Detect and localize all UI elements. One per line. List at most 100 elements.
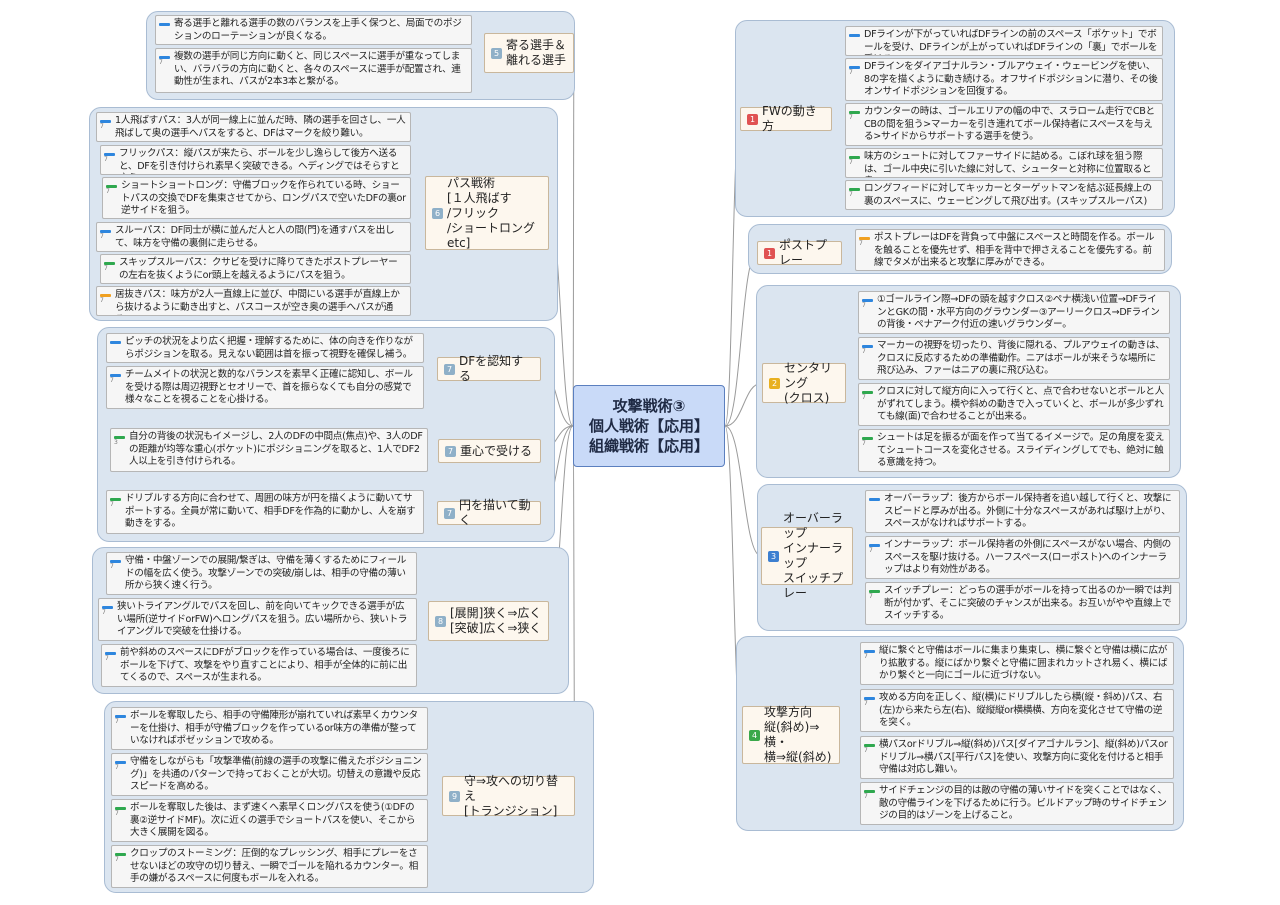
blue-marker-icon: 7: [105, 652, 116, 662]
note-text: ロングフィードに対してキッカーとターゲットマンを結ぶ延長線上の裏のスペースに、ウ…: [864, 183, 1152, 207]
orange-marker-icon: 7: [859, 237, 870, 247]
note-trans-2[interactable]: 7 守備をしながらも「攻撃準備(前線の選手の攻撃に備えたポジショニング)」を共通…: [111, 753, 428, 796]
note-cross-4[interactable]: 7 シュートは足を振るが面を作って当てるイメージで。足の角度を変えてシュートコー…: [858, 429, 1170, 472]
branch-label: 円を描いて動く: [459, 498, 531, 527]
branch-en[interactable]: 7 円を描いて動く: [437, 498, 541, 527]
blue-marker-icon: 7: [100, 120, 111, 130]
note-overlap-1[interactable]: オーバーラップ：後方からボール保持者を追い越して行くと、攻撃にスピードと厚みが出…: [865, 490, 1180, 533]
note-text: フリックパス：縦パスが来たら、ボールを少し逸らして後方へ送ると、DFを引き付けら…: [119, 148, 400, 174]
note-text: 守備・中盤ゾーンでの展開/繋ぎは、守備を薄くするためにフィールドの幅を広く使う。…: [125, 555, 407, 592]
branch-label: オーバーラップ インナーラップ スイッチプレー: [783, 511, 844, 600]
blue-marker-icon: 7: [864, 697, 875, 707]
note-fw-3[interactable]: 7 カウンターの時は、ゴールエリアの幅の中で、スラローム走行でCBとCBの間を狙…: [845, 103, 1163, 146]
branch-label: 寄る選手＆ 離れる選手: [506, 38, 567, 67]
note-direction-3[interactable]: 7 横パスorドリブル⇒縦(斜め)パス[ダイアゴナルラン]、縦(斜め)パスorド…: [860, 736, 1174, 779]
note-text: スキップスルーパス：クサビを受けに降りてきたポストプレーヤーの左右を抜くようにo…: [119, 257, 398, 281]
blue-marker-icon: 7: [862, 345, 873, 355]
branch-overlap[interactable]: 3 オーバーラップ インナーラップ スイッチプレー: [761, 511, 853, 600]
note-cross-1[interactable]: 7 ①ゴールライン際→DFの頭を越すクロス②ペナ横浅い位置→DFラインとGKの間…: [858, 291, 1170, 334]
note-text: クロスに対して縦方向に入って行くと、点で合わせないとボールと人がずれてしまう。横…: [877, 386, 1164, 423]
blue-marker-icon: 7: [115, 761, 126, 771]
note-text: チームメイトの状況と数的なバランスを素早く正確に認知し、ボールを受ける際は周辺視…: [125, 369, 413, 406]
note-text: ボールを奪取したら、相手の守備陣形が崩れていれば素早くカウンターを仕掛け、相手が…: [130, 710, 418, 747]
note-overlap-2[interactable]: 7 インナーラップ：ボール保持者の外側にスペースがない場合、内側のスペースを駆け…: [865, 536, 1180, 579]
green-marker-icon: 7: [864, 744, 875, 754]
branch-label: [展開]狭く⇒広く [突破]広く⇒狭く: [450, 606, 542, 635]
note-text: 1人飛ばすパス：3人が同一線上に並んだ時、隣の選手を回さし、一人飛ばして奥の選手…: [115, 115, 406, 139]
note-pass-4[interactable]: 7 スルーパス：DF同士が横に並んだ人と人の間(門)を通すパスを出して、味方を守…: [96, 222, 411, 252]
note-pass-5[interactable]: 7 スキップスルーパス：クサビを受けに降りてきたポストプレーヤーの左右を抜くよう…: [100, 254, 411, 284]
note-direction-4[interactable]: 7 サイドチェンジの目的は敵の守備の薄いサイドを突くことではなく、敵の守備ライン…: [860, 782, 1174, 825]
note-df-1[interactable]: ピッチの状況をより広く把握・理解するために、体の向きを作りながらポジションを取る…: [106, 333, 424, 363]
root-topic[interactable]: 攻撃戦術③ 個人戦術【応用】 組織戦術【応用】: [573, 385, 725, 467]
root-line-2: 個人戦術【応用】: [588, 417, 709, 435]
priority-badge: 2: [769, 377, 780, 389]
blue-marker-icon: 7: [104, 153, 115, 163]
note-pass-3[interactable]: 7 ショートショートロング：守備ブロックを作られている時、ショートパスの交換でD…: [102, 177, 411, 219]
note-direction-1[interactable]: 7 縦に繋ぐと守備はボールに集まり集束し、横に繋ぐと守備は横に広がり拡散する。縦…: [860, 642, 1174, 685]
note-fw-4[interactable]: 7 味方のシュートに対してファーサイドに詰める。こぼれ球を狙う際は、ゴール中央に…: [845, 148, 1163, 178]
green-marker-icon: 7: [104, 262, 115, 272]
note-cross-2[interactable]: 7 マーカーの視野を切ったり、背後に隠れる、プルアウェイの動きは、クロスに反応す…: [858, 337, 1170, 380]
green-marker-icon: 7: [862, 437, 873, 447]
green-marker-icon: 7: [106, 185, 117, 195]
priority-badge: 7: [444, 363, 455, 375]
note-tenkai-2[interactable]: 7 狭いトライアングルでパスを回し、前を向いてキックできる選手が広い場所(逆サイ…: [98, 598, 417, 641]
branch-jushin[interactable]: 7 重心で受ける: [438, 439, 541, 463]
note-text: 味方のシュートに対してファーサイドに詰める。こぼれ球を狙う際は、ゴール中央に引い…: [864, 151, 1152, 177]
note-jushin-1[interactable]: 3 自分の背後の状況もイメージし、2人のDFの中間点(焦点)や、3人のDFの距離…: [110, 428, 428, 472]
note-fw-5[interactable]: 7 ロングフィードに対してキッカーとターゲットマンを結ぶ延長線上の裏のスペースに…: [845, 180, 1163, 210]
green-marker-icon: 7: [864, 790, 875, 800]
note-df-2[interactable]: 7 チームメイトの状況と数的なバランスを素早く正確に認知し、ボールを受ける際は周…: [106, 366, 424, 409]
note-trans-4[interactable]: 7 クロップのストーミング：圧倒的なプレッシング、相手にプレーをさせないほどの攻…: [111, 845, 428, 888]
branch-df[interactable]: 7 DFを認知する: [437, 354, 541, 383]
note-tenkai-1[interactable]: 7 守備・中盤ゾーンでの展開/繋ぎは、守備を薄くするためにフィールドの幅を広く使…: [106, 552, 417, 595]
green-marker-icon: 7: [849, 188, 860, 198]
branch-label: センタリング (クロス): [784, 360, 833, 405]
note-direction-2[interactable]: 7 攻める方向を正しく、縦(横)にドリブルしたら横(縦・斜め)パス、右(左)から…: [860, 689, 1174, 732]
note-overlap-3[interactable]: 7 スイッチプレー：どっちの選手がボールを持って出るのか一瞬では判断が付かず、そ…: [865, 582, 1180, 625]
note-text: ボールを奪取した後は、まず速くへ素早くロングパスを使う(①DFの裏②逆サイドMF…: [130, 802, 416, 839]
branch-yoru[interactable]: 5 寄る選手＆ 離れる選手: [484, 33, 574, 73]
note-pass-2[interactable]: 7 フリックパス：縦パスが来たら、ボールを少し逸らして後方へ送ると、DFを引き付…: [100, 145, 411, 175]
branch-fw[interactable]: 1 FWの動き方: [740, 104, 832, 133]
note-post-1[interactable]: 7 ポストプレーはDFを背負って中盤にスペースと時間を作る。ボールを触ることを優…: [855, 229, 1165, 271]
note-trans-1[interactable]: 7 ボールを奪取したら、相手の守備陣形が崩れていれば素早くカウンターを仕掛け、相…: [111, 707, 428, 750]
branch-label: ポストプレー: [779, 238, 828, 267]
note-yoru-2[interactable]: 7 複数の選手が同じ方向に動くと、同じスペースに選手が重なってしまい、バラバラの…: [155, 48, 472, 93]
green-marker-icon: 7: [115, 853, 126, 863]
note-tenkai-3[interactable]: 7 前や斜めのスペースにDFがブロックを作っている場合は、一度後ろにボールを下げ…: [101, 644, 417, 687]
note-pass-6[interactable]: 7 居抜きパス：味方が2人一直線上に並び、中間にいる選手が直線上から抜けるように…: [96, 286, 411, 316]
note-text: クロップのストーミング：圧倒的なプレッシング、相手にプレーをさせないほどの攻守の…: [130, 848, 419, 885]
note-text: DFラインをダイアゴナルラン・ブルアウェイ・ウェービングを使い、8の字を描くよう…: [864, 61, 1158, 98]
branch-pass[interactable]: 6 パス戦術 [１人飛ばす /フリック /ショートロングetc]: [425, 176, 549, 250]
priority-badge: 6: [432, 207, 443, 219]
note-en-1[interactable]: 7 ドリブルする方向に合わせて、周囲の味方が円を描くように動いてサポートする。全…: [106, 490, 424, 534]
branch-tenkai[interactable]: 8 [展開]狭く⇒広く [突破]広く⇒狭く: [428, 601, 549, 641]
green-marker-icon: 7: [849, 156, 860, 166]
note-fw-1[interactable]: DFラインが下がっていればDFラインの前のスペース「ポケット」でボールを受け、D…: [845, 26, 1163, 56]
note-trans-3[interactable]: 7 ボールを奪取した後は、まず速くへ素早くロングパスを使う(①DFの裏②逆サイド…: [111, 799, 428, 842]
note-text: 複数の選手が同じ方向に動くと、同じスペースに選手が重なってしまい、バラバラの方向…: [174, 51, 461, 88]
green-marker-icon: 3: [114, 436, 125, 446]
note-yoru-1[interactable]: 寄る選手と離れる選手の数のバランスを上手く保つと、局面でのポジションのローテーシ…: [155, 15, 472, 45]
branch-direction[interactable]: 4 攻撃方向 縦(斜め)⇒横・ 横⇒縦(斜め): [742, 705, 840, 764]
branch-cross[interactable]: 2 センタリング (クロス): [762, 360, 846, 405]
blue-marker-icon: 7: [115, 715, 126, 725]
branch-post[interactable]: 1 ポストプレー: [757, 238, 842, 267]
branch-trans[interactable]: 9 守⇒攻への切り替え [トランジション]: [442, 773, 575, 818]
note-text: オーバーラップ：後方からボール保持者を追い越して行くと、攻撃にスピードと厚みが出…: [884, 493, 1172, 530]
note-cross-3[interactable]: 7 クロスに対して縦方向に入って行くと、点で合わせないとボールと人がずれてしまう…: [858, 383, 1170, 426]
branch-label: FWの動き方: [762, 104, 817, 133]
branch-label: 守⇒攻への切り替え [トランジション]: [464, 773, 559, 818]
note-fw-2[interactable]: 7 DFラインをダイアゴナルラン・ブルアウェイ・ウェービングを使い、8の字を描く…: [845, 58, 1163, 101]
note-text: 居抜きパス：味方が2人一直線上に並び、中間にいる選手が直線上から抜けるように動き…: [115, 289, 400, 315]
priority-badge: 5: [491, 47, 502, 59]
note-text: 横パスorドリブル⇒縦(斜め)パス[ダイアゴナルラン]、縦(斜め)パスorドリブ…: [879, 739, 1168, 776]
note-text: 攻める方向を正しく、縦(横)にドリブルしたら横(縦・斜め)パス、右(左)から来た…: [879, 692, 1163, 729]
note-text: ポストプレーはDFを背負って中盤にスペースと時間を作る。ボールを触ることを優先せ…: [874, 232, 1155, 269]
connector-line: [724, 252, 758, 427]
green-marker-icon: 7: [862, 391, 873, 401]
green-marker-icon: 7: [849, 111, 860, 121]
note-pass-1[interactable]: 7 1人飛ばすパス：3人が同一線上に並んだ時、隣の選手を回さし、一人飛ばして奥の…: [96, 112, 411, 142]
